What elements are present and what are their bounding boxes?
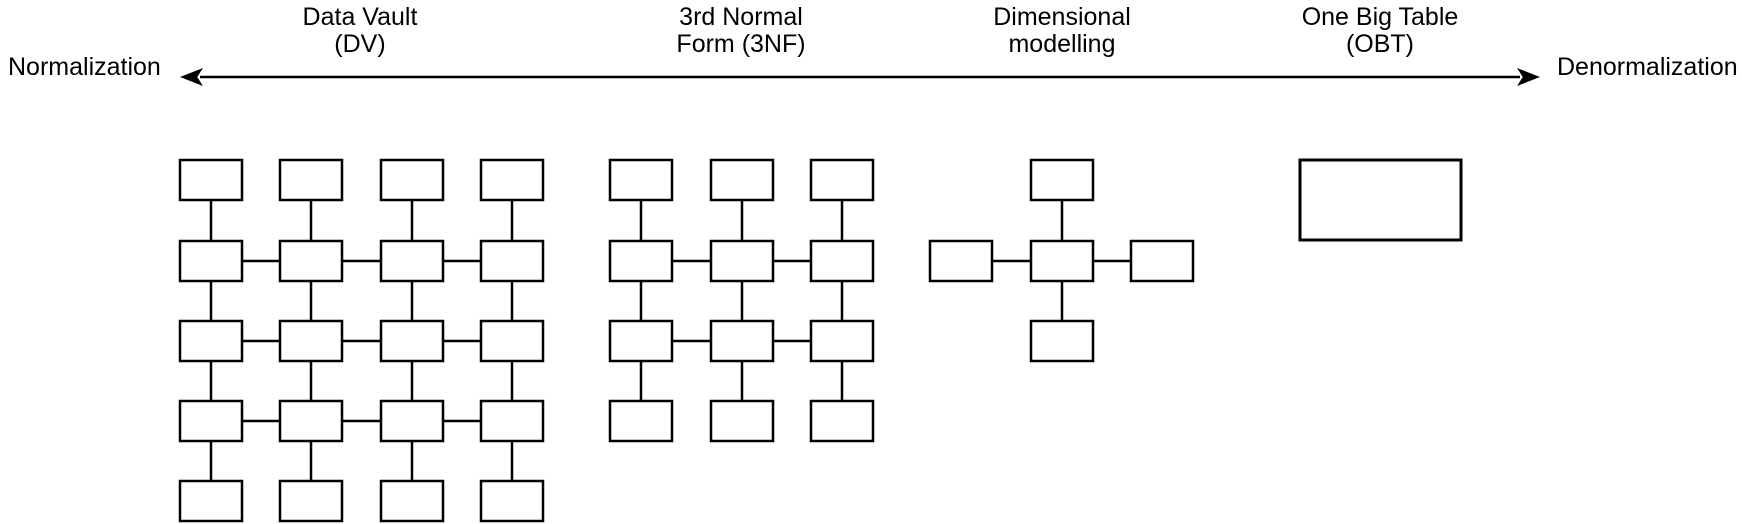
table-box <box>809 158 875 202</box>
table-box <box>608 399 674 443</box>
third-normal-form-schema <box>608 158 875 443</box>
table-box <box>178 239 244 283</box>
table-box <box>1298 158 1463 242</box>
table-box <box>379 239 445 283</box>
section-title-obt: One Big Table (OBT) <box>1302 4 1459 58</box>
table-box <box>709 239 775 283</box>
table-box <box>1029 319 1095 363</box>
one-big-table <box>1298 158 1463 242</box>
table-box <box>608 239 674 283</box>
table-box <box>178 399 244 443</box>
table-box <box>928 239 994 283</box>
table-box <box>479 319 545 363</box>
section-title-dimensional: Dimensional modelling <box>993 4 1131 58</box>
table-box <box>178 319 244 363</box>
section-title-line: Data Vault <box>302 3 418 31</box>
table-box <box>608 319 674 363</box>
table-box <box>809 319 875 363</box>
table-box <box>809 399 875 443</box>
table-box <box>479 158 545 202</box>
table-box <box>178 158 244 202</box>
table-box <box>709 158 775 202</box>
table-box <box>479 239 545 283</box>
table-box <box>709 319 775 363</box>
table-box <box>479 479 545 523</box>
normalization-label: Normalization <box>8 53 161 81</box>
table-box <box>379 319 445 363</box>
table-box <box>479 399 545 443</box>
table-box <box>278 158 344 202</box>
table-box <box>379 479 445 523</box>
section-title-data-vault: Data Vault (DV) <box>303 4 418 58</box>
table-box <box>709 399 775 443</box>
table-box <box>1029 239 1095 283</box>
arrowhead-right-icon <box>1517 68 1540 86</box>
section-title-line: modelling <box>1008 30 1116 58</box>
table-box <box>278 399 344 443</box>
table-box <box>1129 239 1195 283</box>
table-box <box>278 319 344 363</box>
section-title-line: Form (3NF) <box>676 30 806 58</box>
table-box <box>379 399 445 443</box>
section-title-3nf: 3rd Normal Form (3NF) <box>676 4 805 58</box>
star-schema <box>928 158 1195 363</box>
arrowhead-left-icon <box>180 68 203 86</box>
table-box <box>608 158 674 202</box>
table-box <box>809 239 875 283</box>
table-box <box>278 239 344 283</box>
table-box <box>1029 158 1095 202</box>
table-box <box>178 479 244 523</box>
section-title-line: Dimensional <box>993 3 1131 31</box>
section-title-line: (OBT) <box>1345 30 1415 58</box>
denormalization-label: Denormalization <box>1557 53 1738 81</box>
section-title-line: One Big Table <box>1301 3 1459 31</box>
section-title-line: 3rd Normal <box>679 3 803 31</box>
table-box <box>278 479 344 523</box>
section-title-line: (DV) <box>334 30 386 58</box>
table-box <box>379 158 445 202</box>
data-vault-schema <box>178 158 545 523</box>
